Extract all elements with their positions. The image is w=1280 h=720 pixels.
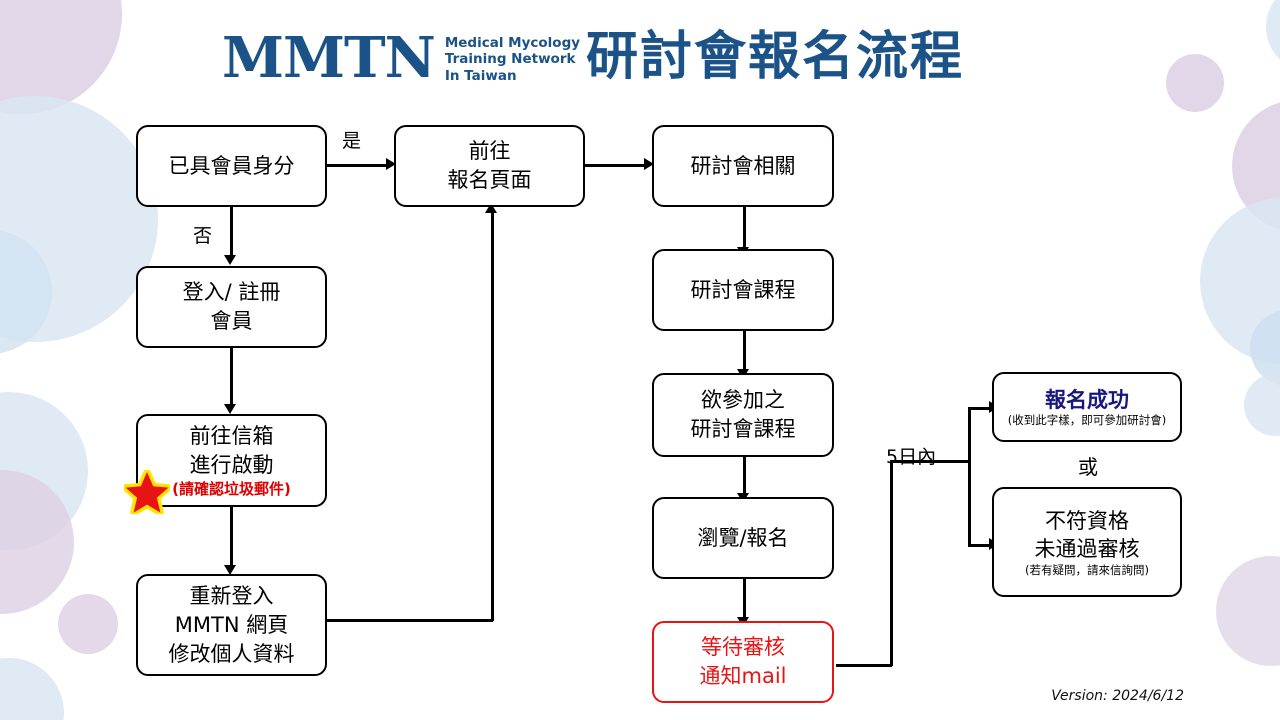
red-star-icon-svg: [122, 468, 172, 517]
node-goto-signup[interactable]: 前往 報名頁面: [394, 125, 585, 207]
connector-relogin-right: [327, 619, 493, 622]
node-await-review-line-1: 等待審核: [701, 635, 785, 659]
connector-desired-to-browse: [743, 457, 746, 497]
node-browse-signup[interactable]: 瀏覽/報名: [652, 497, 834, 579]
node-await-review-line-2: 通知mail: [699, 664, 787, 688]
edge-label-within-five-days: 5日內: [886, 446, 937, 468]
node-desired-course[interactable]: 欲參加之 研討會課程: [652, 373, 834, 457]
connector-browse-to-await: [743, 579, 746, 621]
arrowhead-login-to-activate: [224, 404, 236, 414]
connector-await-branch: [890, 460, 970, 463]
node-relogin-profile-line-3: 修改個人資料: [168, 641, 295, 666]
logo-subtitle-line-2: Training Network: [444, 51, 576, 68]
connector-signup-to-info: [585, 164, 647, 167]
logo-subtitle: Medical Mycology Training Network In Tai…: [445, 32, 580, 85]
arrowhead-member-to-signup: [386, 158, 396, 170]
node-goto-signup-line-2: 報名頁面: [447, 168, 532, 192]
logo-subtitle-line-3: In Taiwan: [444, 67, 517, 84]
node-member-status-line-1: 已具會員身分: [168, 153, 295, 178]
node-signup-success-title: 報名成功: [1045, 387, 1129, 412]
node-goto-signup-line-1: 前往: [468, 139, 511, 163]
node-seminar-course[interactable]: 研討會課程: [652, 249, 834, 331]
edge-label-yes: 是: [342, 130, 362, 152]
node-desired-course-line-2: 研討會課程: [690, 417, 796, 441]
node-member-status[interactable]: 已具會員身分: [136, 125, 327, 207]
arrowhead-signup-to-info: [644, 158, 654, 170]
node-login-register[interactable]: 登入/ 註冊 會員: [136, 266, 327, 348]
edge-label-or: 或: [1078, 455, 1098, 479]
node-signup-rejected-line-2: 未通過審核: [1034, 536, 1140, 561]
node-seminar-info[interactable]: 研討會相關: [652, 125, 834, 207]
connector-login-to-activate: [230, 348, 233, 408]
bg-circle-purple-4: [1166, 54, 1224, 112]
node-desired-course-line-1: 欲參加之: [701, 388, 785, 412]
connector-branch-split: [968, 407, 971, 547]
arrowhead-member-to-login: [224, 255, 236, 265]
node-signup-success-note: (收到此字樣，即可參加研討會): [1007, 412, 1167, 427]
red-star-icon: [122, 468, 172, 517]
connector-await-up: [890, 460, 893, 666]
connector-member-to-signup: [327, 164, 389, 167]
node-signup-rejected-note: (若有疑問，請來信詢問): [1025, 562, 1149, 577]
connector-branch-to-success: [968, 407, 992, 410]
mmtn-logo: MMTN Medical Mycology Training Network I…: [222, 30, 580, 86]
connector-info-to-course: [743, 207, 746, 251]
node-signup-rejected[interactable]: 不符資格 未通過審核 (若有疑問，請來信詢問): [992, 487, 1182, 597]
node-signup-rejected-line-1: 不符資格: [1045, 508, 1129, 533]
node-activate-mail-note: (請確認垃圾郵件): [172, 480, 291, 498]
connector-relogin-up: [491, 212, 494, 621]
logo-wordmark: MMTN: [222, 25, 436, 91]
bg-circle-blue-8: [1244, 374, 1280, 436]
node-signup-success[interactable]: 報名成功 (收到此字樣，即可參加研討會): [992, 372, 1182, 442]
node-activate-mail-line-1: 前往信箱: [189, 424, 274, 448]
node-activate-mail-line-2: 進行啟動: [189, 453, 274, 477]
node-relogin-profile-line-2: MMTN 網頁: [174, 612, 289, 637]
version-label: Version: 2024/6/12: [1051, 688, 1184, 704]
bg-circle-purple-6: [1216, 556, 1280, 666]
connector-branch-to-rejected: [968, 544, 992, 547]
connector-await-right: [836, 664, 892, 667]
bg-circle-purple-3: [58, 594, 118, 654]
node-seminar-info-line-1: 研討會相關: [690, 153, 796, 178]
connector-activate-to-relogin: [230, 507, 233, 569]
connector-member-to-login: [230, 207, 233, 259]
node-seminar-course-line-1: 研討會課程: [690, 277, 796, 302]
node-relogin-profile[interactable]: 重新登入 MMTN 網頁 修改個人資料: [136, 574, 327, 676]
node-await-review[interactable]: 等待審核 通知mail: [652, 621, 834, 703]
edge-label-no: 否: [193, 225, 213, 247]
page-title: 研討會報名流程: [586, 27, 965, 87]
arrowhead-activate-to-relogin: [224, 565, 236, 575]
bg-circle-blue-5: [1266, 0, 1280, 72]
arrowhead-relogin-to-signup: [485, 203, 497, 213]
bg-circle-blue-4: [0, 658, 64, 720]
node-relogin-profile-line-1: 重新登入: [189, 583, 274, 608]
node-browse-signup-line-1: 瀏覽/報名: [697, 525, 789, 550]
logo-subtitle-line-1: Medical Mycology: [444, 34, 581, 51]
node-login-register-line-2: 會員: [210, 309, 253, 333]
node-login-register-line-1: 登入/ 註冊: [182, 280, 281, 304]
connector-course-to-desired: [743, 331, 746, 373]
